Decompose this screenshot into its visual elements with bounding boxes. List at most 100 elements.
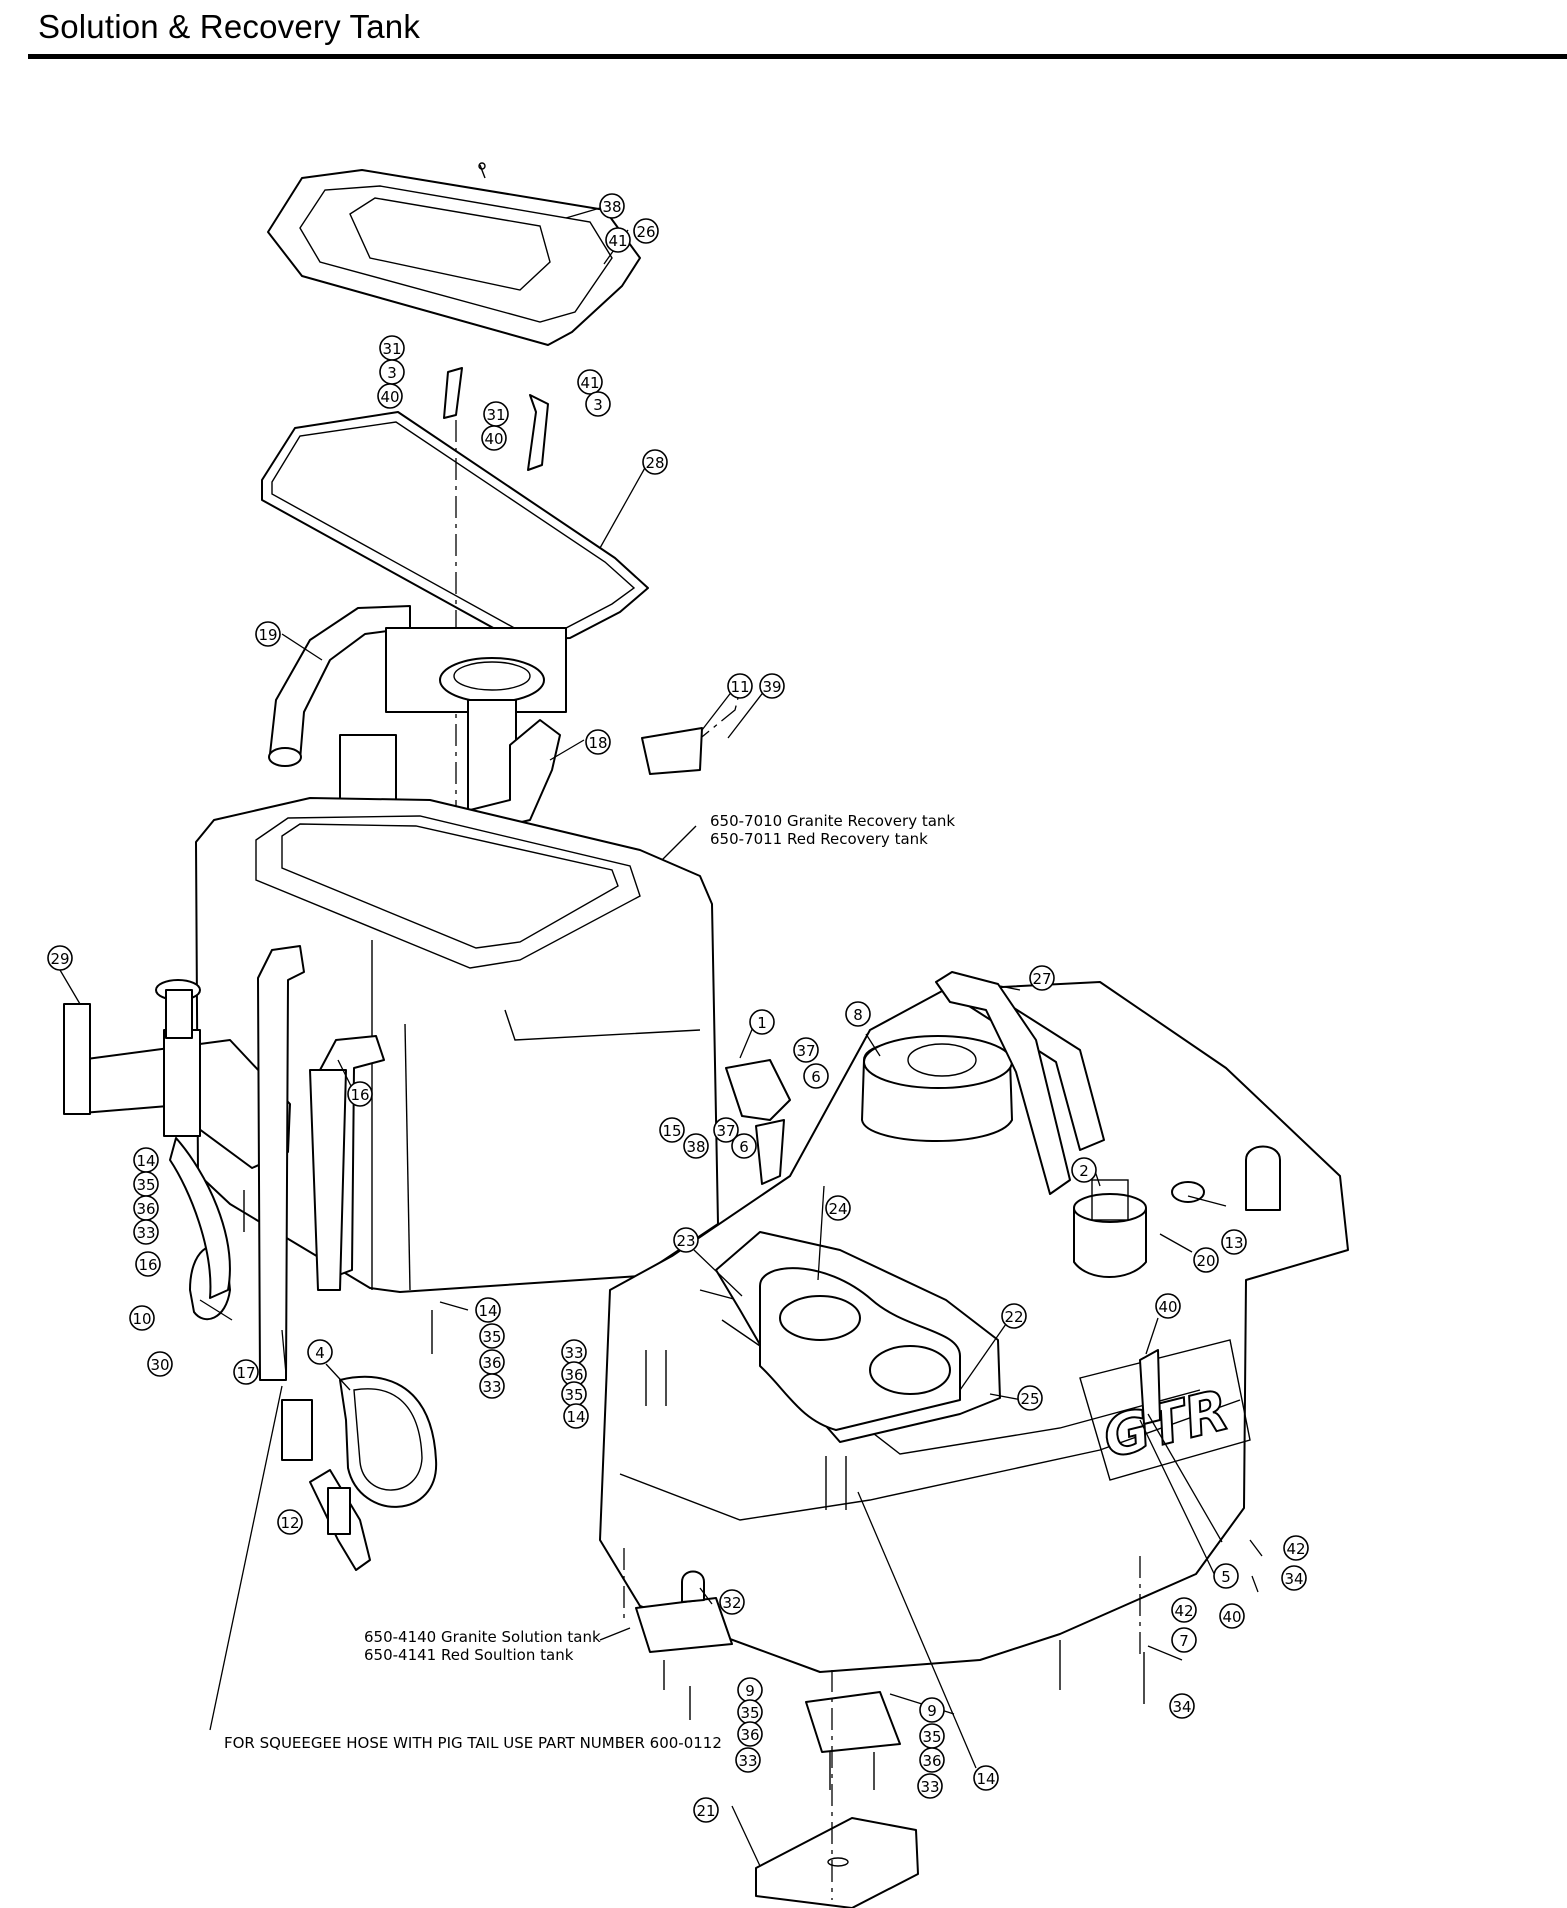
callout-1: 1 (749, 1009, 775, 1035)
callout-label: 34 (1284, 1570, 1303, 1588)
callout-label: 38 (602, 198, 621, 216)
recovery-tank-note-2: 650-7011 Red Recovery tank (710, 830, 928, 848)
callout-label: 9 (745, 1682, 755, 1700)
callout-label: 11 (730, 678, 749, 696)
callout-label: 33 (564, 1344, 583, 1362)
callout-36: 36 (479, 1349, 505, 1375)
callout-16: 16 (347, 1081, 373, 1107)
callout-label: 40 (380, 388, 399, 406)
callout-label: 16 (138, 1256, 157, 1274)
callout-6: 6 (803, 1063, 829, 1089)
drain-hoses (257, 945, 438, 1508)
callout-label: 40 (484, 430, 503, 448)
callout-26: 26 (633, 218, 659, 244)
callout-42: 42 (1171, 1597, 1197, 1623)
callout-37: 37 (793, 1037, 819, 1063)
callout-13: 13 (1221, 1229, 1247, 1255)
callout-label: 33 (920, 1778, 939, 1796)
tank-base-plate (755, 1817, 919, 1908)
callout-34: 34 (1281, 1565, 1307, 1591)
callout-label: 7 (1179, 1632, 1189, 1650)
callout-36: 36 (561, 1361, 587, 1387)
callout-label: 41 (580, 374, 599, 392)
callout-label: 36 (564, 1366, 583, 1384)
callout-32: 32 (719, 1589, 745, 1615)
vacuum-hose-elbow (268, 605, 411, 767)
callout-label: 6 (811, 1068, 821, 1086)
callout-14: 14 (133, 1147, 159, 1173)
callout-37: 37 (713, 1117, 739, 1143)
callout-35: 35 (133, 1171, 159, 1197)
callout-10: 10 (129, 1305, 155, 1331)
callout-27: 27 (1029, 965, 1055, 991)
lid-gasket (261, 411, 649, 641)
callout-24: 24 (825, 1195, 851, 1221)
callout-label: 25 (1020, 1390, 1039, 1408)
callout-label: 24 (828, 1200, 847, 1218)
callout-label: 30 (150, 1356, 169, 1374)
callout-label: 14 (976, 1770, 995, 1788)
leader-lines (59, 207, 1263, 1867)
callout-19: 19 (255, 621, 281, 647)
callout-label: 28 (645, 454, 664, 472)
hinge-plates (725, 1059, 791, 1185)
callout-3: 3 (379, 359, 405, 385)
callout-label: 18 (588, 734, 607, 752)
callout-9: 9 (737, 1677, 763, 1703)
callout-label: 21 (696, 1802, 715, 1820)
callout-20: 20 (1193, 1247, 1219, 1273)
callout-label: 36 (740, 1726, 759, 1744)
callout-33: 33 (133, 1219, 159, 1245)
callout-41: 41 (605, 227, 631, 253)
callout-label: 40 (1158, 1298, 1177, 1316)
callout-8: 8 (845, 1001, 871, 1027)
callout-38: 38 (599, 193, 625, 219)
callout-39: 39 (759, 673, 785, 699)
callout-38: 38 (683, 1133, 709, 1159)
callout-label: 33 (482, 1378, 501, 1396)
callout-34: 34 (1169, 1693, 1195, 1719)
callout-label: 40 (1222, 1608, 1241, 1626)
squeegee-hose-note: FOR SQUEEGEE HOSE WITH PIG TAIL USE PART… (224, 1734, 722, 1752)
callout-label: 35 (564, 1386, 583, 1404)
callout-label: 36 (922, 1752, 941, 1770)
callout-15: 15 (659, 1117, 685, 1143)
wheel-mount-plate-right (805, 1691, 901, 1753)
callout-21: 21 (693, 1797, 719, 1823)
callout-12: 12 (277, 1509, 303, 1535)
callout-label: 35 (482, 1328, 501, 1346)
callout-23: 23 (673, 1227, 699, 1253)
callout-14: 14 (973, 1765, 999, 1791)
access-plate (641, 727, 703, 775)
title-rule (28, 54, 1567, 59)
callout-31: 31 (379, 335, 405, 361)
callout-29: 29 (47, 945, 73, 971)
callout-36: 36 (737, 1721, 763, 1747)
callout-label: 35 (136, 1176, 155, 1194)
callout-label: 29 (50, 950, 69, 968)
callout-label: 20 (1196, 1252, 1215, 1270)
callout-2: 2 (1071, 1157, 1097, 1183)
callout-17: 17 (233, 1359, 259, 1385)
callout-label: 39 (762, 678, 781, 696)
callout-label: 6 (739, 1138, 749, 1156)
callout-3: 3 (585, 391, 611, 417)
callout-label: 8 (853, 1006, 863, 1024)
callout-40: 40 (1219, 1603, 1245, 1629)
callout-label: 13 (1224, 1234, 1243, 1252)
callout-30: 30 (147, 1351, 173, 1377)
fasteners (243, 1190, 1145, 1790)
callout-label: 2 (1079, 1162, 1089, 1180)
recovery-tank-note-1: 650-7010 Granite Recovery tank (710, 812, 955, 830)
callout-label: 42 (1286, 1540, 1305, 1558)
callout-40: 40 (377, 383, 403, 409)
wheel-mount-plate-left (635, 1570, 733, 1653)
callout-label: 32 (722, 1594, 741, 1612)
callout-33: 33 (917, 1773, 943, 1799)
callout-label: 35 (740, 1704, 759, 1722)
callout-label: 19 (258, 626, 277, 644)
latch (1139, 1349, 1161, 1425)
callout-label: 12 (280, 1514, 299, 1532)
callout-label: 33 (136, 1224, 155, 1242)
